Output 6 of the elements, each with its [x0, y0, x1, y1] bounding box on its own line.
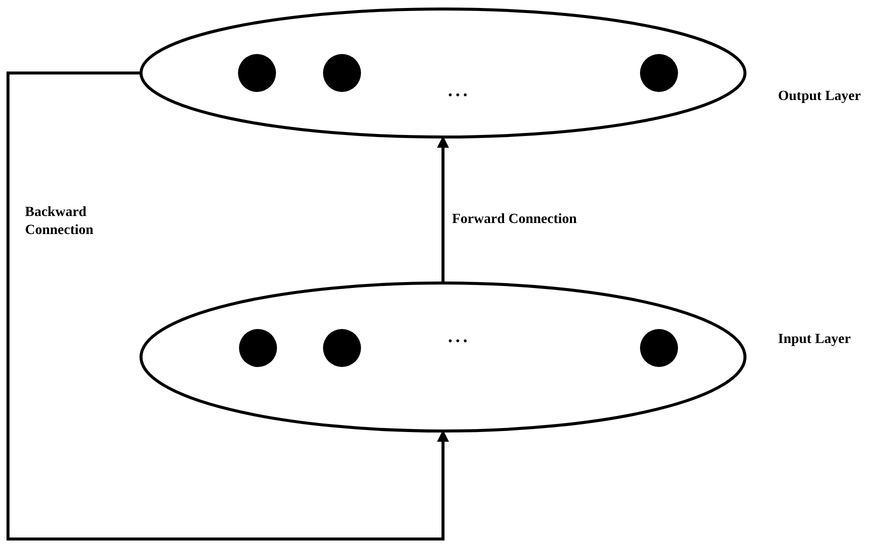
ellipsis-text: ... [448, 80, 470, 101]
layer-label: Output Layer [778, 89, 861, 105]
arrow [6, 72, 449, 540]
arrow [437, 136, 449, 283]
ellipsis-text: ... [448, 326, 470, 347]
layer-label: Input Layer [778, 332, 851, 348]
